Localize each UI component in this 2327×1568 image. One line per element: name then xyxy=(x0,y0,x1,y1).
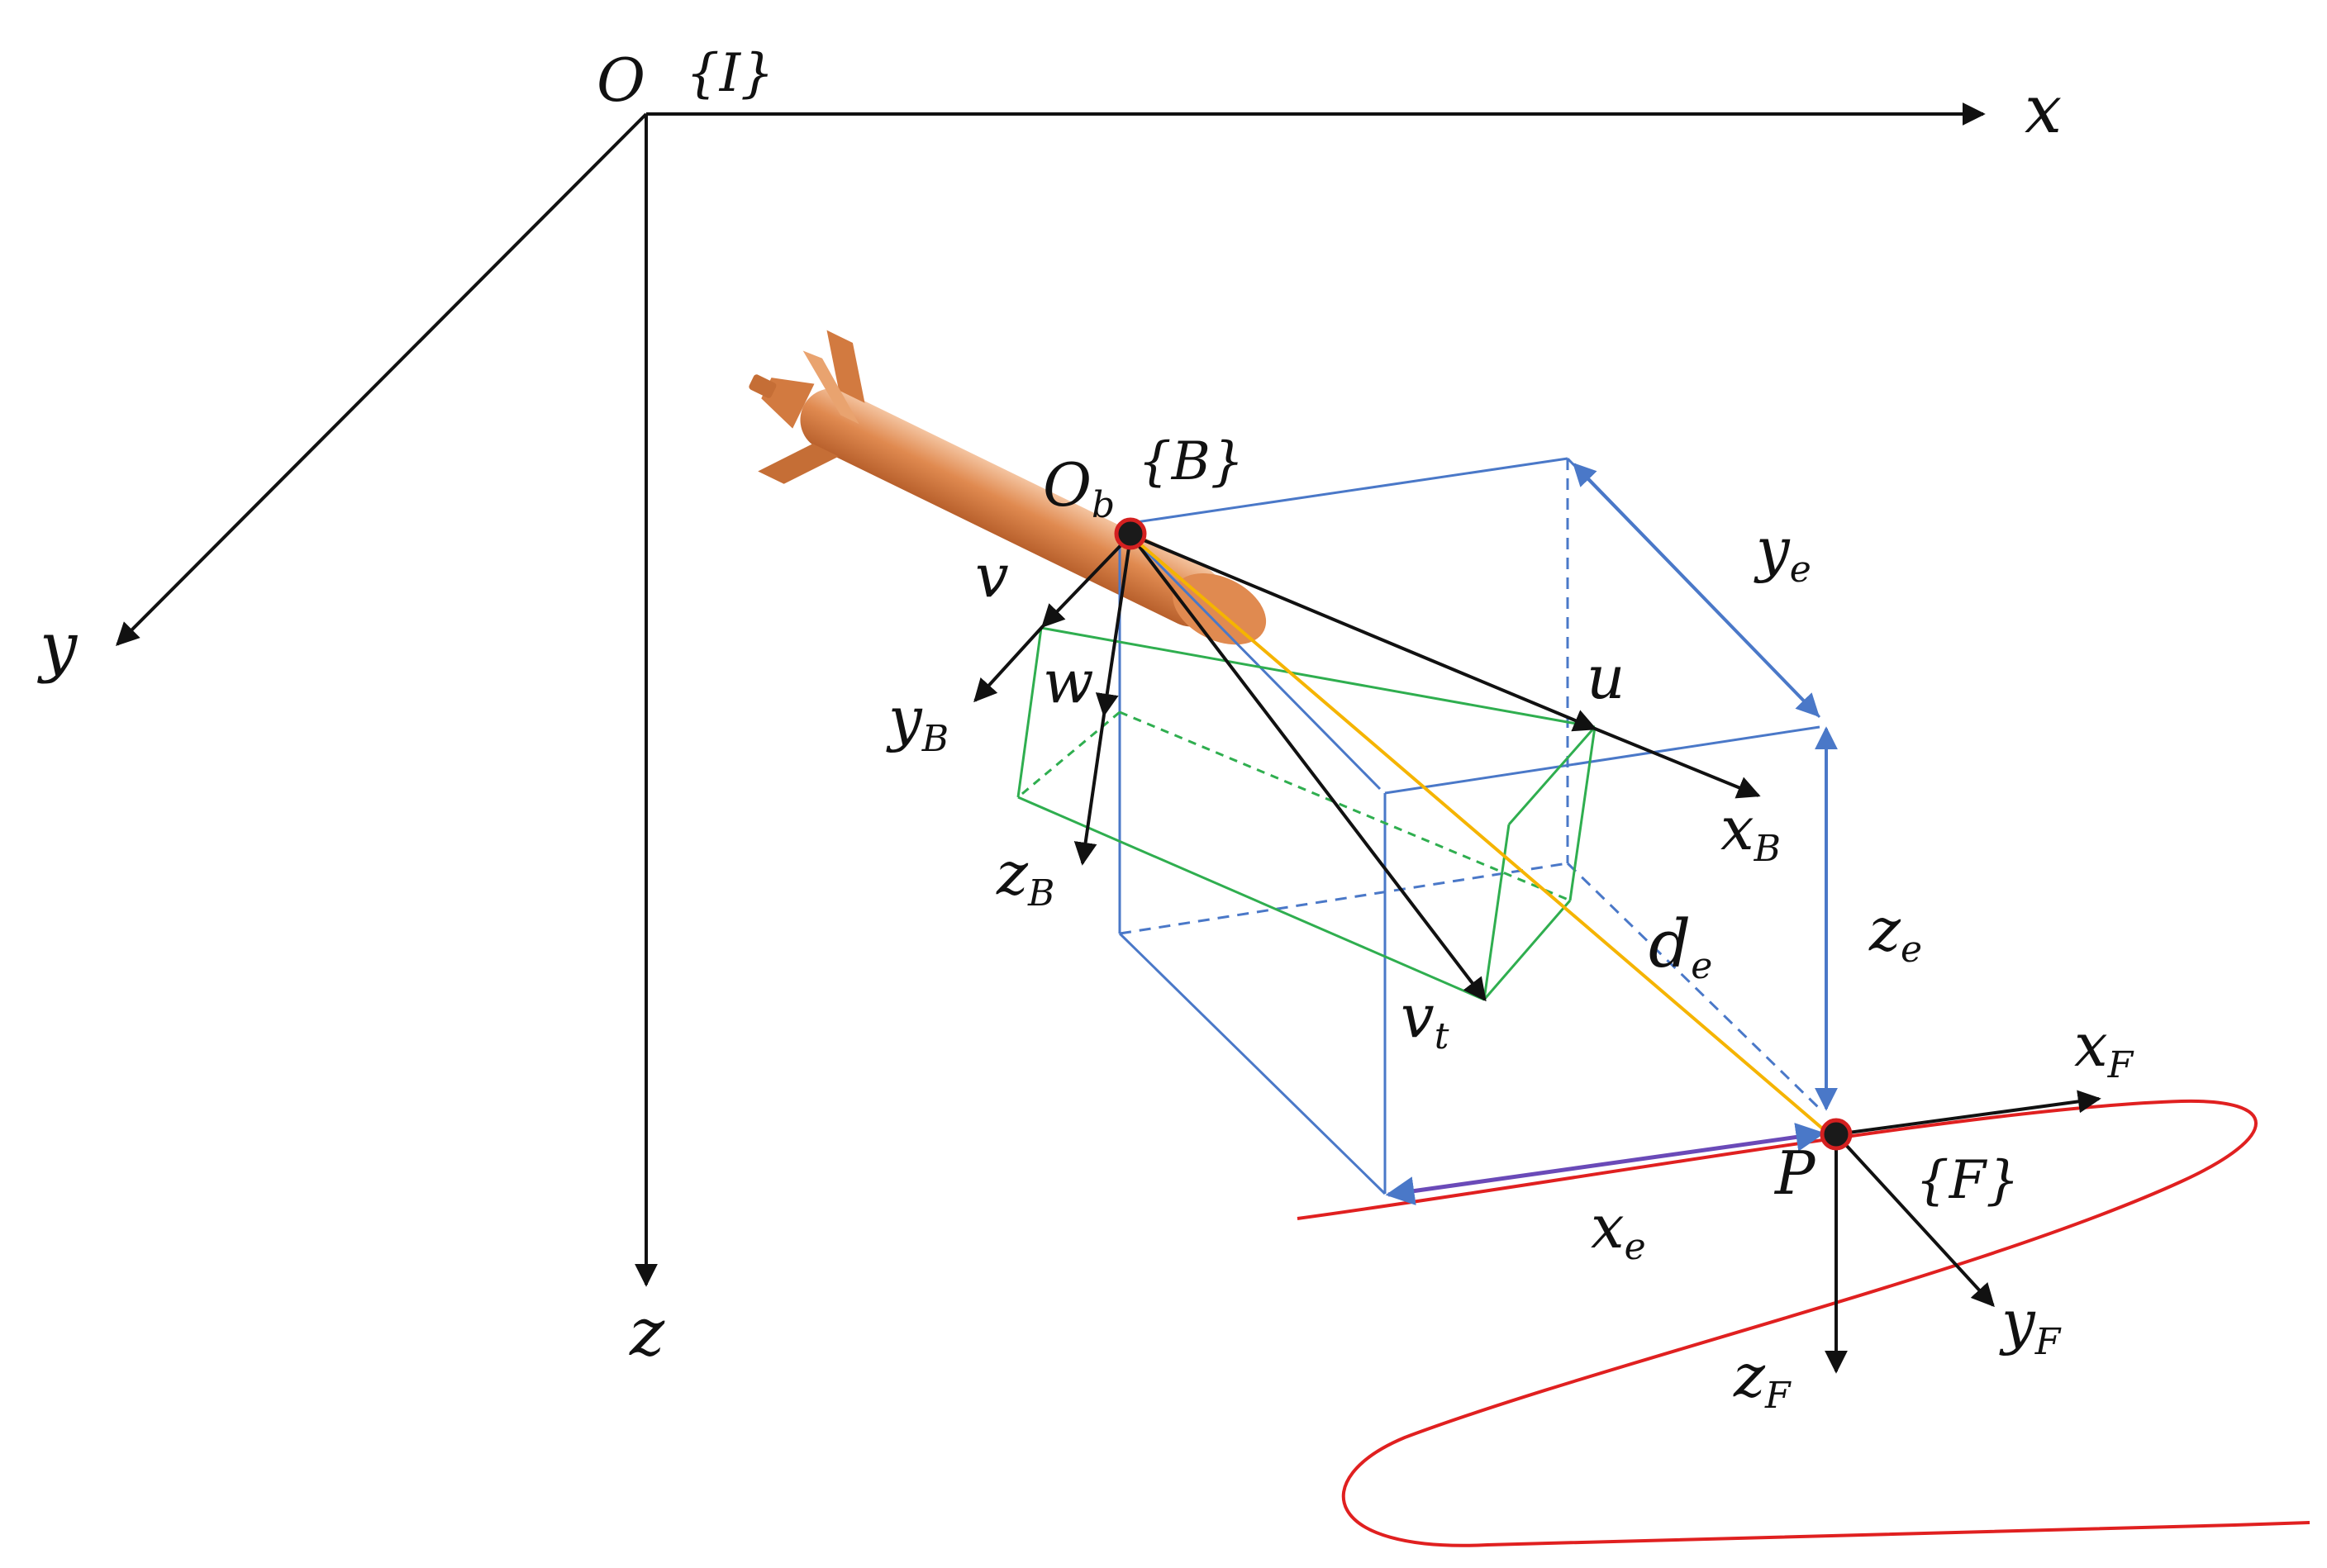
path-point-label: P xyxy=(1773,1138,1816,1208)
body-origin-point xyxy=(1114,517,1147,550)
yB-label: yB xyxy=(886,684,949,760)
de-label: de xyxy=(1649,905,1712,987)
velocity-box xyxy=(1016,626,1597,1001)
inertial-frame-label: {I} xyxy=(686,43,774,104)
error-dimension-arrows xyxy=(1385,462,1838,1205)
path-frame xyxy=(1825,1090,2101,1374)
vehicle-auv xyxy=(749,330,1267,645)
xF-label: xF xyxy=(2074,1010,2134,1086)
zB-axis-arrow xyxy=(1073,714,1106,866)
path-frame-label: {F} xyxy=(1915,1150,2020,1211)
xe-dimension-arrow xyxy=(1385,1123,1825,1205)
inertial-origin-label: O xyxy=(597,45,645,115)
body-origin-label: Ob xyxy=(1043,450,1115,526)
inertial-x-label: x xyxy=(2025,71,2062,148)
yB-axis-arrow xyxy=(973,625,1045,703)
body-frame-label: {B} xyxy=(1138,431,1244,492)
distance-error-line xyxy=(1132,537,1828,1133)
total-velocity-label: vt xyxy=(1401,981,1449,1057)
surge-velocity-arrow xyxy=(1131,534,1597,732)
xe-label: xe xyxy=(1591,1192,1646,1268)
xB-axis-arrow xyxy=(1594,727,1761,799)
yF-label: yF xyxy=(1999,1287,2062,1363)
desired-path-curve xyxy=(1297,1099,2310,1547)
ye-dimension-arrow xyxy=(1573,462,1820,718)
sway-velocity-arrow xyxy=(1041,534,1132,629)
zB-label: zB xyxy=(996,839,1054,915)
xF-axis-arrow xyxy=(1835,1090,2101,1136)
inertial-frame: O {I} x y z xyxy=(37,43,2062,1371)
inertial-y-label: y xyxy=(37,608,79,685)
surge-velocity-label: u xyxy=(1587,643,1625,712)
ye-label: ye xyxy=(1754,515,1811,591)
sway-velocity-label: v xyxy=(975,541,1009,611)
inertial-y-axis xyxy=(116,112,648,646)
path-point xyxy=(1820,1118,1853,1151)
inertial-z-label: z xyxy=(629,1294,665,1371)
heave-velocity-arrow xyxy=(1095,536,1132,717)
ze-label: ze xyxy=(1868,895,1922,971)
zF-label: zF xyxy=(1733,1341,1792,1417)
yF-axis-arrow xyxy=(1834,1133,1995,1308)
body-velocity-arrows xyxy=(973,534,1761,1002)
xB-label: xB xyxy=(1720,794,1781,870)
total-velocity-arrow xyxy=(1130,535,1487,1002)
heave-velocity-label: w xyxy=(1043,647,1094,716)
